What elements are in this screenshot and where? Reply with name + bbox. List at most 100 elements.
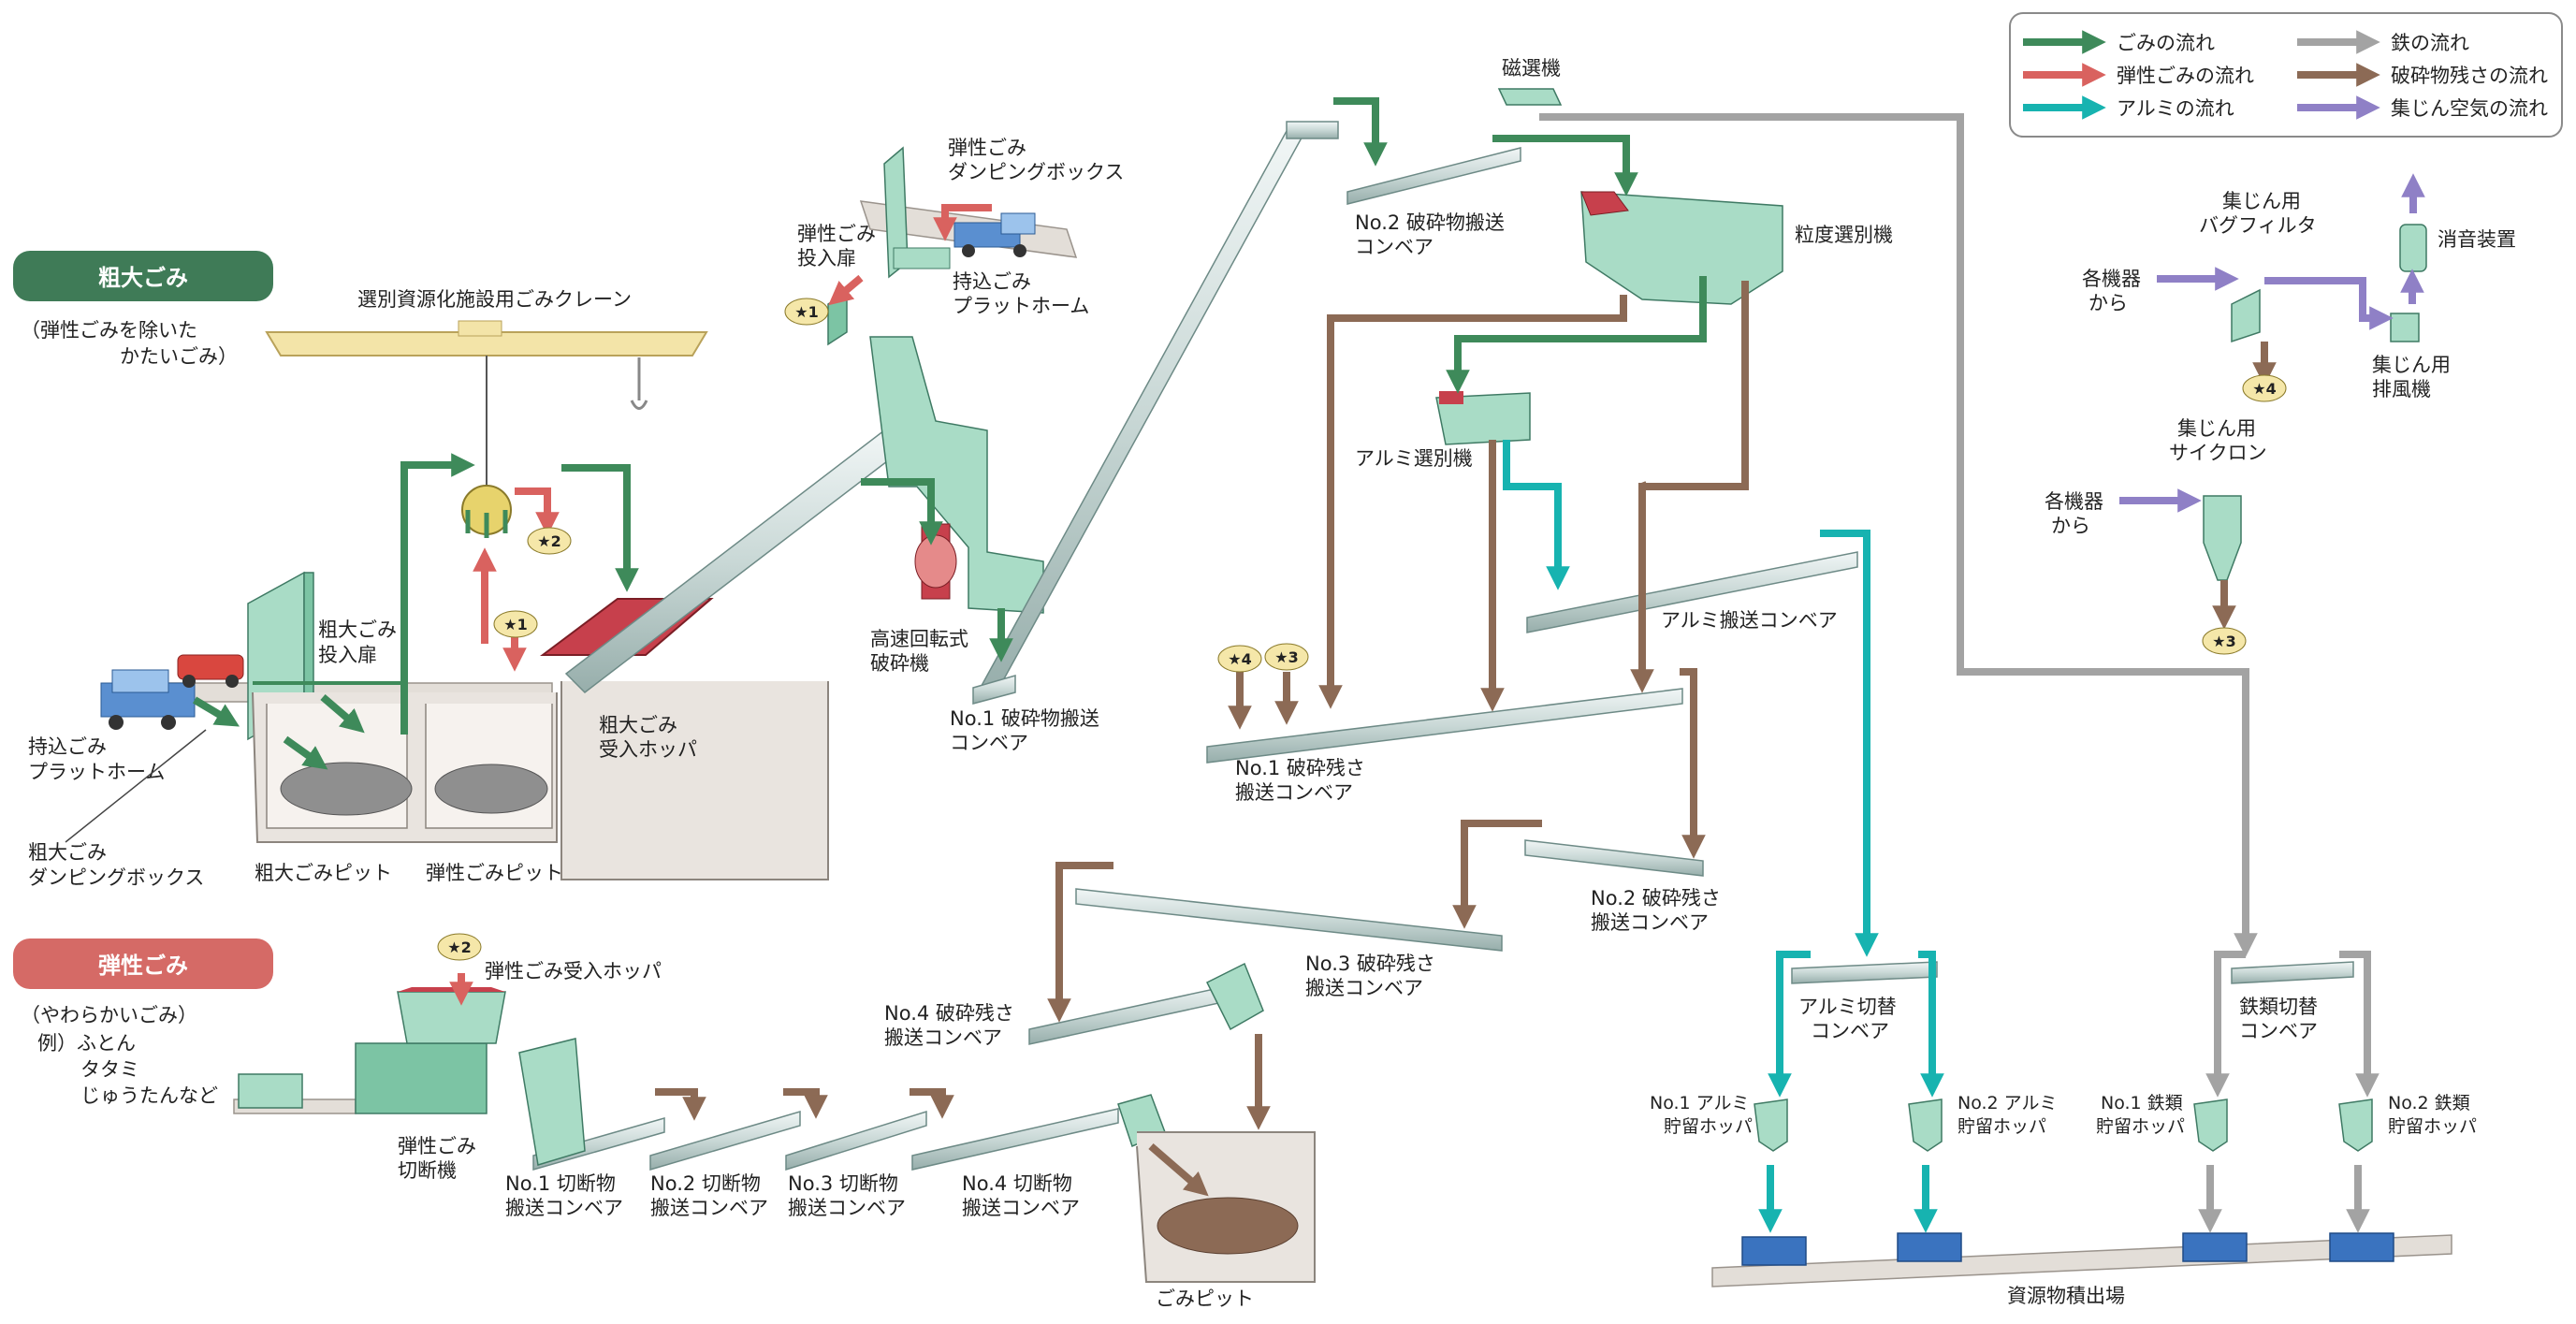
aluminum-hopper-2-icon <box>1908 1098 1943 1152</box>
exhaust-fan-label-1: 集じん用 <box>2372 354 2451 376</box>
gomi-pit-label: ごみピット <box>1156 1288 1254 1310</box>
bulky-door-label-1: 粗大ごみ <box>318 618 397 641</box>
aluminum-switch-label-2: コンベア <box>1811 1020 1889 1042</box>
bulky-section-header: 粗大ごみ （弾性ごみを除いた かたいごみ） <box>13 251 273 368</box>
cyclone-label-2: サイクロン <box>2169 442 2267 464</box>
magnetic-separator-label: 磁選機 <box>1502 57 1561 80</box>
elastic-cutter-icon <box>355 1042 488 1114</box>
bring-platform-top-label-1: 持込ごみ <box>953 270 1031 293</box>
truck-1-icon <box>1741 1236 1807 1266</box>
iron-hopper-1-label-1: No.1 鉄類 <box>2101 1093 2183 1113</box>
cut-conveyor-1-label-1: No.1 切断物 <box>505 1172 616 1195</box>
bulky-pit-label: 粗大ごみピット <box>255 862 392 884</box>
residue-conveyor-1-label-2: 搬送コンベア <box>1235 781 1353 804</box>
legend-label-residue: 破砕物残さの流れ <box>2391 65 2548 87</box>
bulky-badge-title: 粗大ごみ <box>98 265 188 291</box>
flow-arrows <box>192 97 2425 1233</box>
truck-2-icon <box>1897 1232 1962 1262</box>
star-marker-3-cyclone <box>2202 627 2247 655</box>
crane-label: 選別資源化施設用ごみクレーン <box>357 288 632 311</box>
aluminum-conveyor <box>1526 551 1858 633</box>
aluminum-hopper-2-label-2: 貯留ホッパ <box>1957 1116 2046 1137</box>
svg-text:★4: ★4 <box>1228 650 1251 668</box>
iron-switch-label-1: 鉄類切替 <box>2239 996 2318 1018</box>
bulky-hopper-label-2: 受入ホッパ <box>599 738 697 761</box>
iron-switch-label-2: コンベア <box>2239 1020 2318 1042</box>
rotary-crusher-label-2: 破砕機 <box>870 652 929 675</box>
bag-filter-label-2: バグフィルタ <box>2199 214 2317 237</box>
star-marker-4-filter <box>2242 374 2287 402</box>
aluminum-hopper-1-label-2: 貯留ホッパ <box>1664 1116 1753 1137</box>
star-marker-1-pit <box>493 610 538 638</box>
legend-label-dust-air: 集じん空気の流れ <box>2391 97 2548 120</box>
aluminum-sorter-icon <box>1435 392 1531 445</box>
elastic-desc-3: タタミ <box>80 1058 139 1081</box>
from-equipment-top-label-1: 各機器 <box>2082 268 2141 290</box>
residue-conveyor-4-label-1: No.4 破砕残さ <box>884 1002 1014 1025</box>
cut-conveyor-2-label-1: No.2 切断物 <box>650 1172 761 1195</box>
crush-conveyor-2-label-2: コンベア <box>1355 236 1434 258</box>
svg-text:★3: ★3 <box>2212 633 2235 650</box>
svg-text:★1: ★1 <box>503 616 527 633</box>
aluminum-switch-conveyor <box>1791 961 1938 984</box>
elastic-cutter-label-1: 弾性ごみ <box>398 1135 476 1157</box>
bulky-door-label-2: 投入扉 <box>318 644 377 666</box>
granular-sorter-icon <box>1580 191 1783 305</box>
elastic-pit-label: 弾性ごみピット <box>426 862 563 884</box>
svg-text:★3: ★3 <box>1274 648 1298 666</box>
silencer-label: 消音装置 <box>2438 228 2516 251</box>
elastic-badge <box>13 938 273 989</box>
bulky-desc-1: （弾性ごみを除いた <box>21 319 197 342</box>
star-marker-4-residue <box>1217 645 1262 673</box>
residue-conveyor-3-label-2: 搬送コンベア <box>1305 977 1423 999</box>
aluminum-hopper-1-label-1: No.1 アルミ <box>1650 1093 1749 1113</box>
bulky-badge <box>13 251 273 301</box>
bulky-hopper-label-1: 粗大ごみ <box>599 714 677 736</box>
bag-filter-icon <box>2231 288 2261 343</box>
bulky-dump-box-label-1: 粗大ごみ <box>28 841 107 864</box>
elastic-hopper-label: 弾性ごみ受入ホッパ <box>485 960 662 982</box>
crush-conveyor-1-label-2: コンベア <box>950 732 1028 754</box>
cut-conveyor-2-label-2: 搬送コンベア <box>650 1197 768 1219</box>
machines <box>233 88 2427 1283</box>
conveyors <box>532 121 2452 1288</box>
legend-label-gomi: ごみの流れ <box>2117 32 2215 54</box>
elastic-desc-4: じゅうたんなど <box>80 1084 218 1107</box>
elastic-door-label-2: 投入扉 <box>797 247 856 269</box>
svg-text:★2: ★2 <box>447 938 471 956</box>
residue-conveyor-4-label-2: 搬送コンベア <box>884 1026 1002 1049</box>
cut-conveyor-2 <box>649 1110 801 1171</box>
exhaust-fan-icon <box>2390 313 2420 342</box>
rotary-crusher-label-1: 高速回転式 <box>870 628 968 650</box>
magnetic-separator-icon <box>1497 88 1563 106</box>
aluminum-conveyor-label: アルミ搬送コンベア <box>1661 609 1838 632</box>
legend-label-elastic: 弾性ごみの流れ <box>2117 65 2254 87</box>
star-marker-2-hopper <box>437 933 482 961</box>
bulky-receiving-area <box>100 571 829 880</box>
crush-conveyor-2 <box>1346 147 1521 205</box>
legend-label-iron: 鉄の流れ <box>2391 32 2469 54</box>
star-marker-2-crane <box>527 527 572 555</box>
aluminum-hopper-2-label-1: No.2 アルミ <box>1957 1093 2057 1113</box>
elastic-badge-title: 弾性ごみ <box>98 953 188 979</box>
crush-conveyor-1-label-1: No.1 破砕物搬送 <box>950 707 1099 730</box>
bring-platform-top-label-2: プラットホーム <box>953 295 1089 317</box>
cut-conveyor-3 <box>785 1110 927 1171</box>
iron-switch-conveyor <box>2231 961 2354 984</box>
iron-hopper-1-icon <box>2193 1098 2228 1152</box>
elastic-section-header: 弾性ごみ （やわらかいごみ） 例）ふとん タタミ じゅうたんなど <box>13 938 273 1107</box>
cyclone-icon <box>2203 495 2242 581</box>
star-marker-1-top <box>784 298 829 326</box>
elastic-door-label-1: 弾性ごみ <box>797 223 876 245</box>
iron-hopper-2-label-1: No.2 鉄類 <box>2388 1093 2470 1113</box>
from-equipment-top-label-2: から <box>2088 292 2128 314</box>
bring-platform-left-label-2: プラットホーム <box>28 761 165 783</box>
silencer-icon <box>2399 224 2427 272</box>
residue-conveyor-1-label-1: No.1 破砕残さ <box>1235 757 1365 779</box>
star-markers: ★1 ★2 ★1 ★2 ★4 ★3 ★4 ★3 <box>437 298 2287 961</box>
residue-conveyor-3-label-1: No.3 破砕残さ <box>1305 953 1435 975</box>
legend: ごみの流れ 鉄の流れ 弾性ごみの流れ 破砕物残さの流れ アルミの流れ 集じん空気… <box>2009 12 2563 138</box>
cut-conveyor-1-label-2: 搬送コンベア <box>505 1197 623 1219</box>
labels: 粗大ごみ 投入扉 持込ごみ プラットホーム 粗大ごみ ダンピングボックス 粗大ご… <box>28 57 2516 1310</box>
